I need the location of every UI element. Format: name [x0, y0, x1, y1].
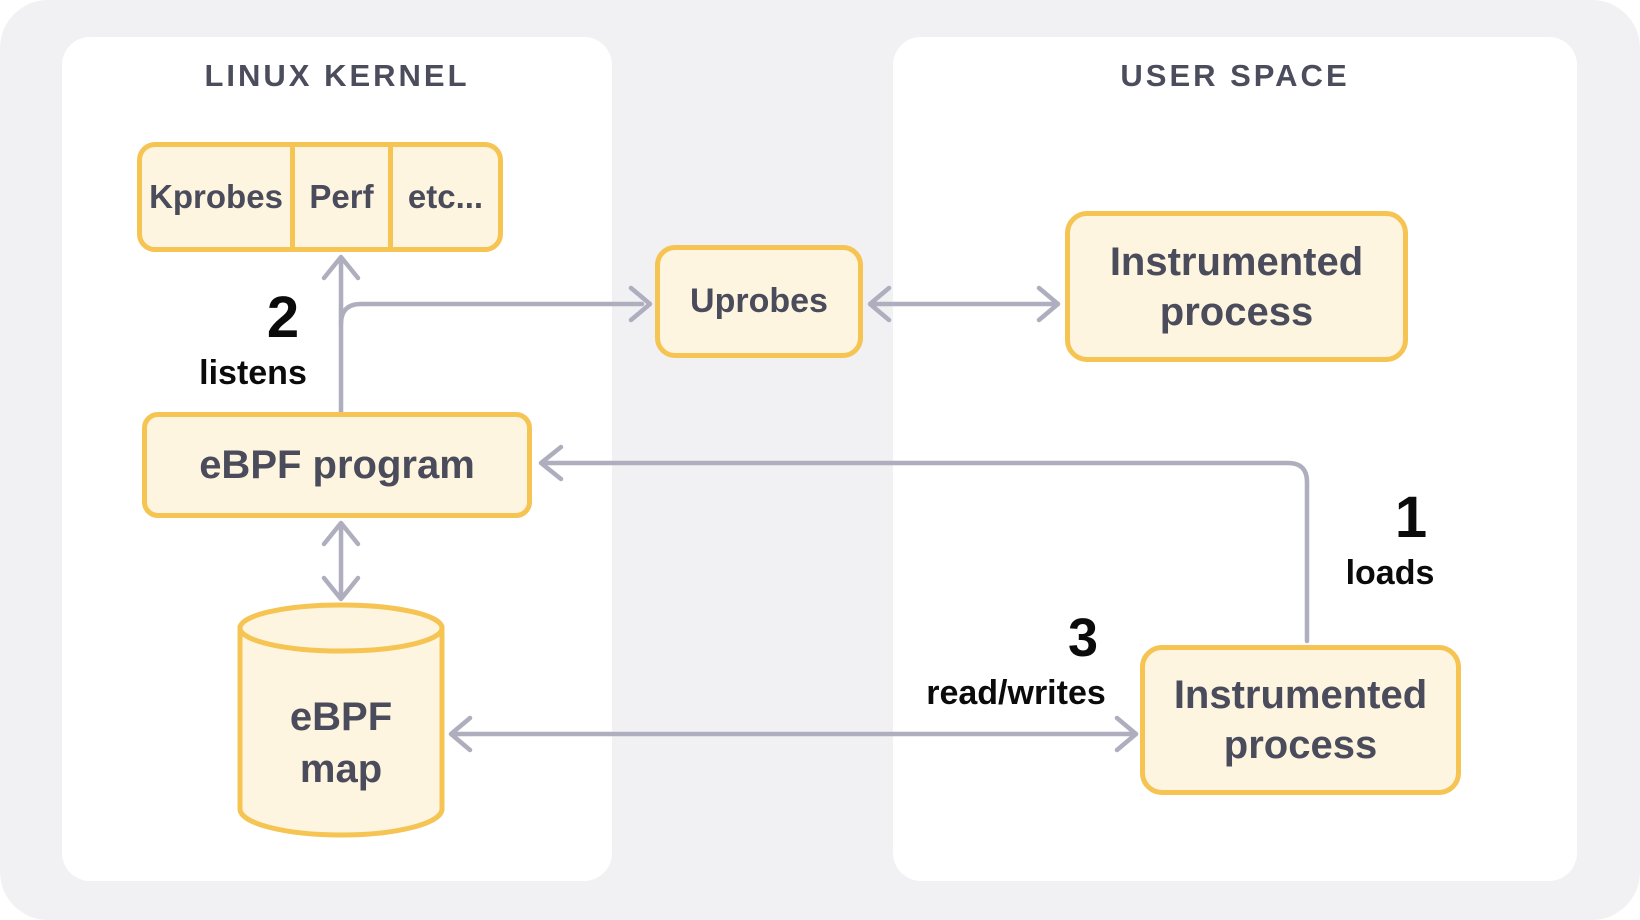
instrumented-process-top-label: Instrumented process: [1109, 239, 1364, 334]
ebpf-map-node: eBPF map: [237, 601, 445, 843]
uprobes-node: Uprobes: [655, 245, 863, 358]
arrow-program-map: [321, 520, 361, 602]
user-space-title: USER SPACE: [1120, 58, 1350, 93]
ebpf-program-node: eBPF program: [142, 412, 532, 518]
linux-kernel-title: LINUX KERNEL: [204, 58, 470, 93]
step-3-label: read/writes: [926, 674, 1106, 712]
ebpf-map-label: eBPF map: [289, 695, 393, 791]
step-2-label: listens: [199, 354, 307, 392]
arrow-program-to-uprobes: [338, 285, 653, 327]
ebpf-program-label: eBPF program: [199, 442, 475, 487]
etc-cell: etc...: [388, 147, 498, 247]
arrow-uprobes-instrumented: [867, 285, 1061, 323]
kernel-probes-box: Kprobes Perf etc...: [137, 142, 503, 252]
step-1-number: 1: [1394, 485, 1428, 550]
uprobes-label: Uprobes: [690, 282, 828, 320]
arrow-program-to-probes: [321, 254, 361, 417]
kprobes-cell: Kprobes: [142, 147, 290, 247]
instrumented-process-bottom-node: Instrumented process: [1140, 645, 1461, 795]
arrow-map-instrumented: [448, 715, 1139, 753]
ebpf-map-cylinder-icon: [237, 602, 445, 838]
step-1-label: loads: [1345, 554, 1435, 592]
instrumented-process-bottom-label: Instrumented process: [1173, 673, 1428, 767]
perf-label: Perf: [309, 178, 374, 215]
step-3-number: 3: [1067, 608, 1099, 668]
step-2-number: 2: [266, 285, 300, 350]
arrow-loads: [538, 444, 1310, 644]
instrumented-process-top-node: Instrumented process: [1065, 211, 1408, 362]
kprobes-label: Kprobes: [149, 178, 283, 215]
perf-cell: Perf: [290, 147, 388, 247]
etc-label: etc...: [407, 178, 484, 215]
